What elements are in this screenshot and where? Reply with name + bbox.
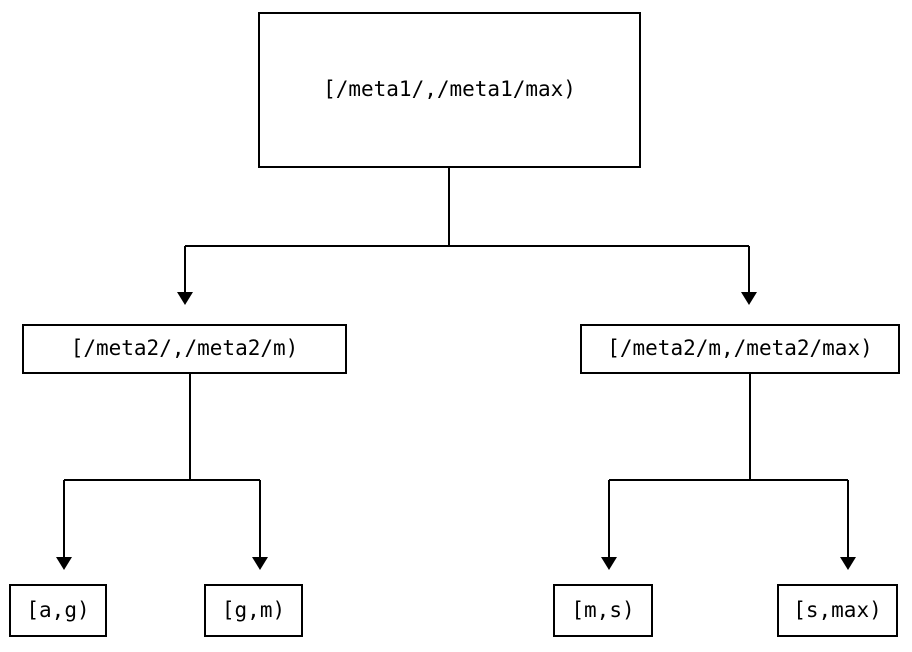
arrowhead-leaf3 bbox=[601, 557, 617, 570]
arrowhead-leaf1 bbox=[56, 557, 72, 570]
tree-node-leaf-4[interactable]: [s,max) bbox=[777, 584, 898, 637]
tree-node-leaf-1-label: [a,g) bbox=[26, 597, 90, 622]
tree-node-leaf-3-label: [m,s) bbox=[571, 597, 635, 622]
tree-node-root-label: [/meta1/,/meta1/max) bbox=[323, 77, 576, 102]
tree-node-leaf-2[interactable]: [g,m) bbox=[204, 584, 303, 637]
tree-node-inner-left-label: [/meta2/,/meta2/m) bbox=[70, 336, 299, 361]
arrowhead-inner-right bbox=[741, 292, 757, 305]
arrowhead-leaf4 bbox=[840, 557, 856, 570]
tree-node-leaf-3[interactable]: [m,s) bbox=[553, 584, 653, 637]
tree-node-leaf-2-label: [g,m) bbox=[221, 597, 286, 622]
tree-node-root[interactable]: [/meta1/,/meta1/max) bbox=[258, 12, 641, 168]
arrowhead-leaf2 bbox=[252, 557, 268, 570]
arrowhead-inner-left bbox=[177, 292, 193, 305]
tree-node-leaf-1[interactable]: [a,g) bbox=[9, 584, 107, 637]
tree-node-inner-right[interactable]: [/meta2/m,/meta2/max) bbox=[580, 324, 900, 374]
tree-node-inner-right-label: [/meta2/m,/meta2/max) bbox=[607, 336, 873, 361]
tree-node-leaf-4-label: [s,max) bbox=[793, 597, 882, 622]
tree-node-inner-left[interactable]: [/meta2/,/meta2/m) bbox=[22, 324, 347, 374]
